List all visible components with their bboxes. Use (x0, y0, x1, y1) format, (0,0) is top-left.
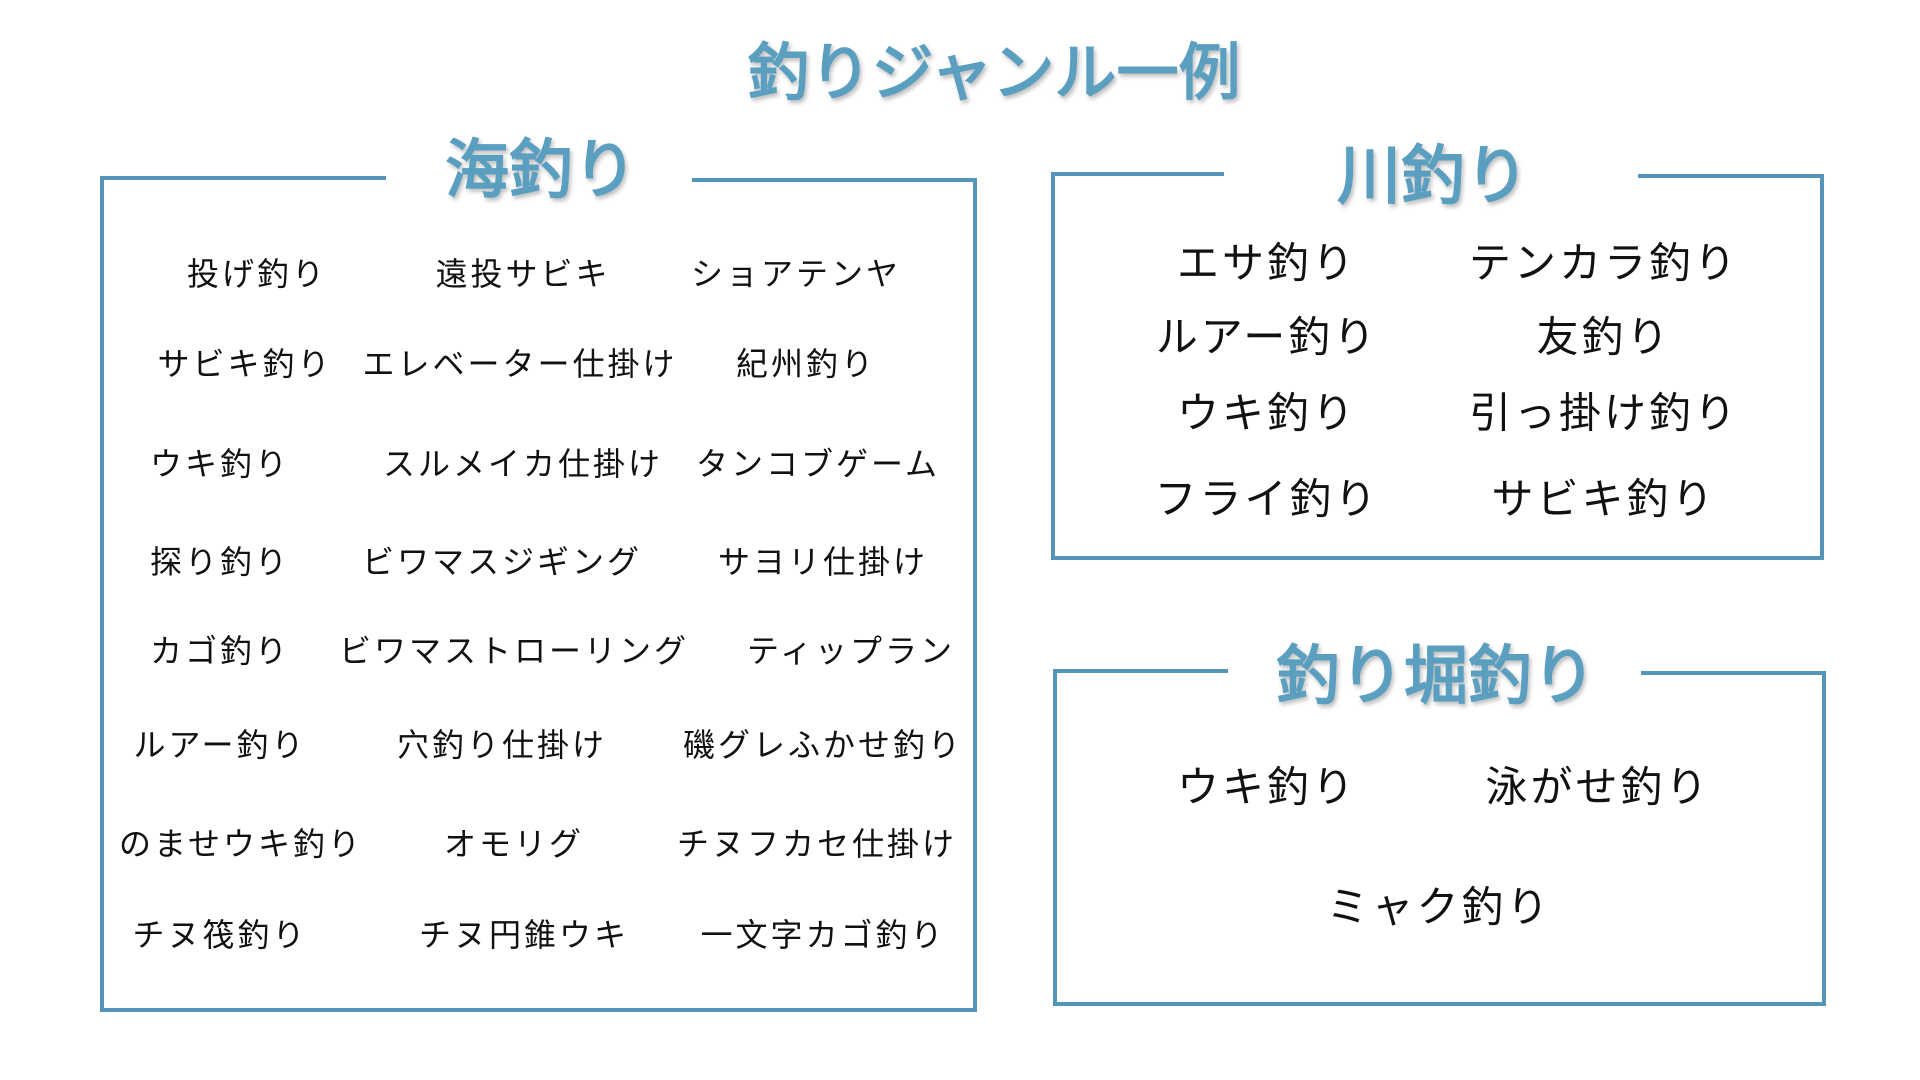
sea-item: ルアー釣り (133, 726, 307, 764)
pond-item: ウキ釣り (1176, 762, 1358, 812)
sea-item: エレベーター仕掛け (362, 345, 678, 383)
pond-item: ミャク釣り (1326, 882, 1552, 932)
page-title: 釣りジャンル一例 (747, 36, 1241, 109)
sea-item: チヌフカセ仕掛け (676, 825, 958, 863)
river-item: 引っ掛け釣り (1468, 388, 1740, 438)
sea-item: ビワマストローリング (338, 632, 690, 670)
sea-item: ウキ釣り (149, 445, 291, 483)
river-item: サビキ釣り (1491, 474, 1717, 524)
sea-fishing-title: 海釣り (445, 134, 637, 208)
sea-item: 遠投サビキ (435, 255, 611, 293)
river-item: ルアー釣り (1155, 312, 1379, 362)
sea-item: 紀州釣り (735, 345, 877, 383)
sea-item: 磯グレふかせ釣り (682, 726, 964, 764)
river-item: フライ釣り (1154, 474, 1380, 524)
river-item: 友釣り (1536, 312, 1672, 362)
river-item: テンカラ釣り (1468, 238, 1740, 288)
sea-item: 一文字カゴ釣り (700, 916, 946, 954)
sea-item: スルメイカ仕掛け (382, 445, 664, 483)
sea-item: チヌ円錐ウキ (418, 916, 630, 954)
sea-item: ビワマスジギング (361, 543, 643, 581)
sea-item: 投げ釣り (186, 255, 328, 293)
divider (692, 178, 977, 182)
river-box-border (1051, 174, 1824, 560)
sea-item: 探り釣り (149, 543, 291, 581)
river-item: エサ釣り (1176, 238, 1358, 288)
sea-item: ショアテンヤ (690, 255, 902, 293)
sea-item: タンコブゲーム (695, 445, 941, 483)
sea-item: のませウキ釣り (118, 825, 364, 863)
sea-box-border (100, 178, 977, 1012)
divider (1053, 669, 1228, 673)
divider (1638, 174, 1824, 178)
pond-fishing-title: 釣り堀釣り (1276, 640, 1596, 714)
sea-item: サヨリ仕掛け (717, 543, 929, 581)
sea-item: サビキ釣り (157, 345, 333, 383)
sea-item: チヌ筏釣り (132, 916, 308, 954)
divider (1051, 172, 1224, 176)
pond-item: 泳がせ釣り (1485, 762, 1711, 812)
sea-item: 穴釣り仕掛け (396, 726, 608, 764)
divider (100, 176, 386, 180)
divider (1641, 671, 1826, 675)
pond-box-border (1053, 671, 1826, 1006)
river-item: ウキ釣り (1176, 388, 1358, 438)
sea-item: ティップラン (746, 632, 956, 670)
river-fishing-title: 川釣り (1337, 140, 1529, 214)
sea-item: オモリグ (443, 825, 585, 863)
sea-item: カゴ釣り (149, 632, 291, 670)
